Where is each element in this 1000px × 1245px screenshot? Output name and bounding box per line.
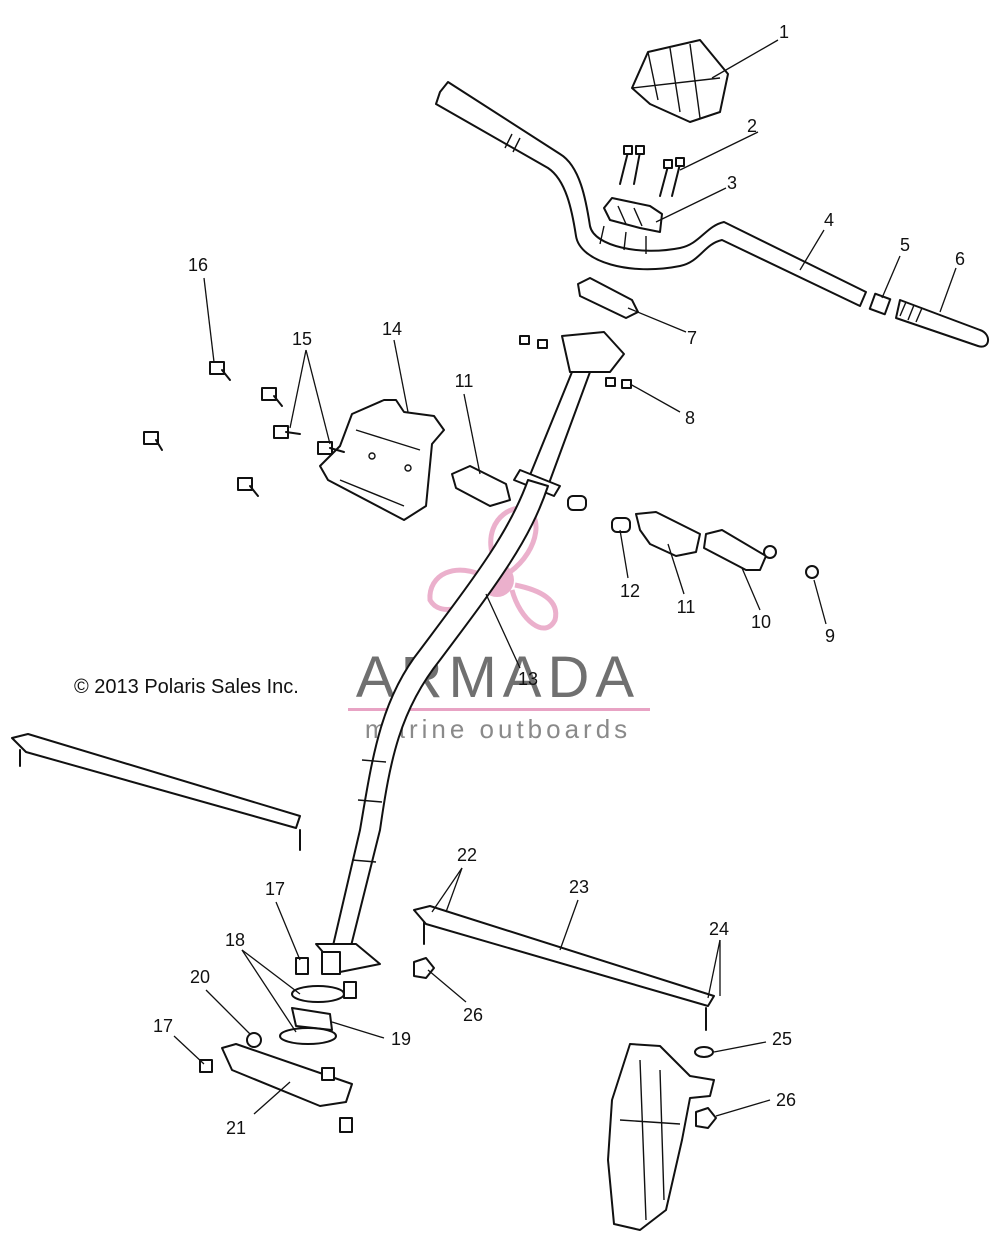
callout-15: 15 — [292, 329, 312, 349]
tie-rod-right — [413, 905, 715, 1031]
callout-10: 10 — [751, 612, 771, 632]
upper-clamp — [603, 197, 663, 233]
spindle-knuckle — [607, 1043, 715, 1231]
lower-bracket — [221, 1043, 353, 1107]
callout-25: 25 — [772, 1029, 792, 1049]
washer — [694, 1046, 714, 1058]
callout-24: 24 — [709, 919, 729, 939]
callout-19: 19 — [391, 1029, 411, 1049]
callout-14: 14 — [382, 319, 402, 339]
callout-12: 12 — [620, 581, 640, 601]
callout-17b: 17 — [153, 1016, 173, 1036]
clamp-bolts — [619, 145, 685, 197]
callout-9: 9 — [825, 626, 835, 646]
callout-26b: 26 — [776, 1090, 796, 1110]
callout-5: 5 — [900, 235, 910, 255]
callout-7: 7 — [687, 328, 697, 348]
callout-22: 22 — [457, 845, 477, 865]
propeller-blade-right — [509, 582, 559, 631]
lower-bearing-set — [279, 957, 357, 1045]
lock-nuts — [763, 545, 819, 579]
bar-end-plug — [868, 292, 892, 316]
link-plate — [703, 529, 767, 571]
column-clamp-upper — [451, 465, 511, 507]
callout-3: 3 — [727, 173, 737, 193]
callout-1: 1 — [779, 22, 789, 42]
callout-4: 4 — [824, 210, 834, 230]
copyright-notice: © 2013 Polaris Sales Inc. — [74, 676, 299, 698]
mount-bracket — [319, 399, 445, 521]
callout-8: 8 — [685, 408, 695, 428]
lower-clamp — [577, 277, 639, 319]
callout-11a: 11 — [455, 371, 474, 391]
callout-13: 13 — [518, 669, 538, 689]
callout-17a: 17 — [265, 879, 285, 899]
callout-2: 2 — [747, 116, 757, 136]
steering-post — [315, 331, 625, 975]
watermark-rule — [348, 708, 650, 711]
tie-rod-left — [11, 733, 301, 851]
callout-6: 6 — [955, 249, 965, 269]
flange-nuts — [413, 957, 717, 1129]
callout-18: 18 — [225, 930, 245, 950]
nut-20 — [246, 1032, 262, 1048]
handlebar — [435, 81, 867, 307]
callout-20: 20 — [190, 967, 210, 987]
callout-11b: 11 — [677, 597, 696, 617]
bracket-bolts — [143, 361, 345, 497]
callout-16: 16 — [188, 255, 208, 275]
hand-grip — [895, 299, 989, 348]
bushings — [567, 495, 631, 533]
callout-26a: 26 — [463, 1005, 483, 1025]
callout-labels: 1 2 3 4 5 6 7 8 9 10 11 11 12 13 14 15 1… — [153, 22, 965, 1138]
column-clamp-lower — [635, 511, 701, 557]
handlebar-pad — [631, 39, 729, 123]
callout-23: 23 — [569, 877, 589, 897]
callout-21: 21 — [226, 1118, 246, 1138]
leader-lines — [173, 39, 957, 1117]
watermark-tagline: marine outboards — [365, 714, 631, 744]
